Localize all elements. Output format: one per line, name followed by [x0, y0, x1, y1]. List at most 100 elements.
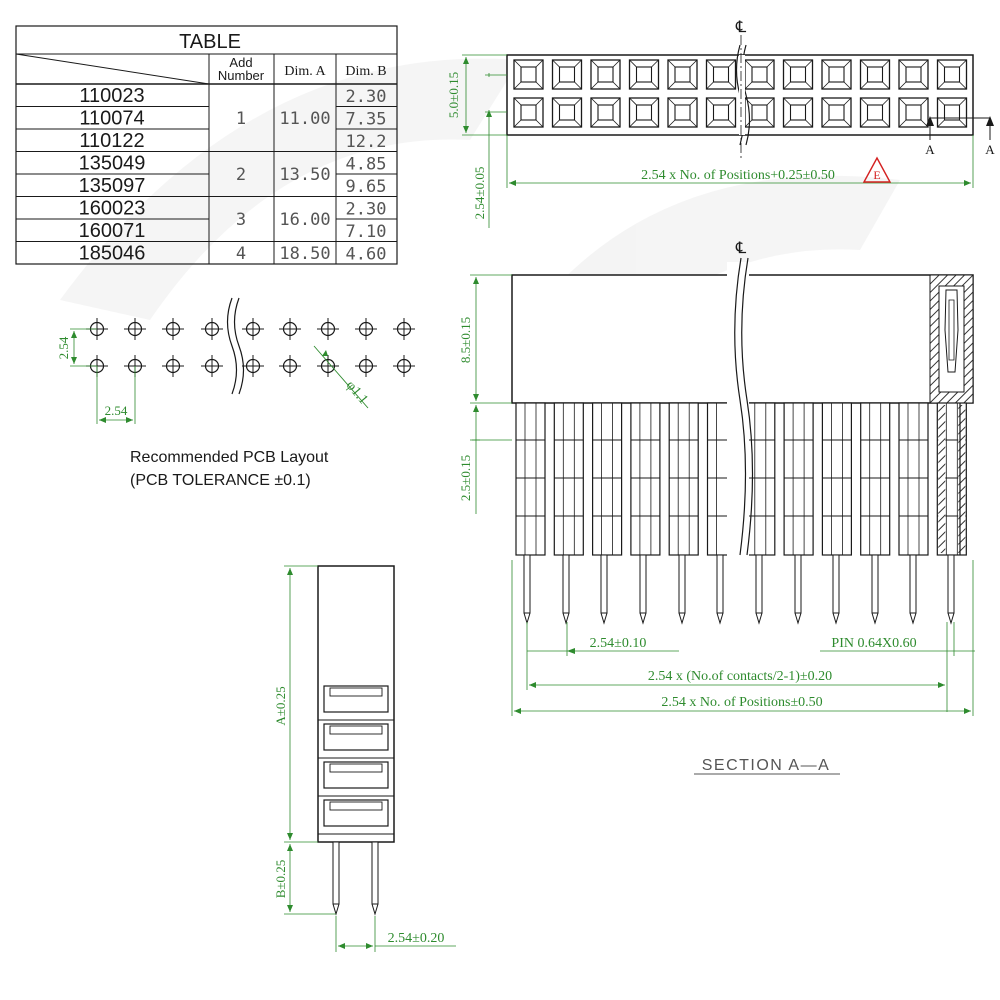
contact-cell [628, 97, 660, 128]
pcb-hole-icon [279, 355, 301, 377]
section-pin [523, 554, 531, 625]
contact-cell [744, 59, 775, 90]
section-mark-left: A [925, 142, 935, 157]
top-view: ℄ A A 5.0±0.15 2.54±0.05 2. [446, 19, 995, 228]
break-line [741, 257, 754, 556]
table-group-dim-a: 13.50 [279, 165, 330, 185]
table-row-part-number: 185046 [79, 243, 146, 265]
section-contact-column [860, 402, 891, 556]
contact-cell [551, 97, 583, 128]
pcb-hole-icon [355, 355, 377, 377]
pcb-layout: 2.54 2.54 φ1.1 Recommended PCB Layout (P… [56, 297, 415, 489]
table-group-add-number: 2 [236, 165, 246, 185]
pcb-hole-icon [162, 355, 184, 377]
side-contact-slot [318, 723, 394, 759]
section-centerline-symbol: ℄ [735, 240, 747, 257]
dim-side-pitch-label: 2.54±0.20 [388, 931, 445, 946]
dim-height-label: 5.0±0.15 [446, 72, 461, 118]
dimension-pin-pitch: 2.54±0.10 [526, 622, 679, 656]
dimension-hole: φ1.1 [313, 345, 371, 409]
table-row-dim-b: 2.30 [346, 87, 387, 107]
pcb-hole-icon [162, 318, 184, 340]
dim-a-label: A±0.25 [273, 686, 288, 725]
section-pin [947, 554, 955, 625]
col-add-number-line2: Number [218, 68, 265, 83]
section-contact-column [630, 402, 661, 556]
col-dim-a: Dim. A [284, 64, 326, 79]
contact-cell [821, 97, 852, 128]
table-row-dim-b: 2.30 [346, 200, 387, 220]
section-pin [871, 554, 879, 625]
dim-body-label: 8.5±0.15 [458, 317, 473, 363]
dim-lower-label: 2.5±0.15 [458, 455, 473, 501]
pcb-hole-icon [201, 355, 223, 377]
dimension-col-pitch: 2.54 [96, 366, 136, 424]
table-row-dim-b: 7.10 [346, 222, 387, 242]
table-row-part-number: 110074 [79, 108, 144, 130]
contact-cell [628, 59, 660, 90]
table-group-dim-a: 16.00 [279, 210, 330, 230]
table-row-part-number: 160071 [79, 220, 146, 242]
table-group-dim-a: 11.00 [279, 109, 330, 129]
table-row-dim-b: 4.60 [346, 245, 387, 265]
pcb-hole-icon [317, 318, 339, 340]
section-contact-column [821, 402, 853, 556]
dimension-length: 2.54 x No. of Positions+0.25±0.50 E [506, 135, 974, 188]
dim-pin-size-label: PIN 0.64X0.60 [831, 636, 916, 651]
dimension-positions: 2.54 x No. of Positions±0.50 [511, 560, 974, 716]
pcb-hole-icon [317, 355, 339, 377]
dimension-row-pitch: 2.54 [56, 328, 97, 367]
contact-cell [859, 97, 891, 128]
contact-cell [898, 97, 929, 128]
table-title: TABLE [179, 31, 241, 53]
section-pin [716, 554, 724, 625]
contact-cell [513, 59, 544, 90]
centerline-symbol: ℄ [735, 19, 747, 36]
col-add-number-line1: Add [229, 55, 252, 70]
section-pin [678, 554, 686, 625]
pcb-hole-icon [279, 318, 301, 340]
contact-cell [551, 59, 583, 90]
contact-cell [705, 59, 737, 90]
contact-cell [782, 59, 814, 90]
side-contact-slot [318, 799, 394, 835]
contact-cell [936, 97, 968, 128]
side-contact-slot [318, 685, 394, 721]
table-group-dim-a: 18.50 [279, 244, 330, 264]
dim-positions-label: 2.54 x No. of Positions±0.50 [661, 695, 822, 710]
dimension-height: 5.0±0.15 [446, 54, 507, 136]
section-contact-column [668, 402, 699, 556]
contact-cell [821, 59, 852, 90]
section-pin [639, 554, 647, 625]
table-row-dim-b: 12.2 [346, 132, 387, 152]
pcb-hole-label: φ1.1 [343, 378, 371, 407]
break-line [226, 297, 238, 395]
section-pin [562, 554, 570, 625]
pcb-hole-icon [242, 318, 264, 340]
dimension-body-height: 8.5±0.15 [458, 274, 512, 404]
table-group-add-number: 1 [236, 109, 246, 129]
section-contact-column [591, 402, 623, 556]
contact-cell [859, 59, 891, 90]
contact-cell [782, 97, 814, 128]
dimension-a: A±0.25 [273, 565, 318, 843]
contact-cell [667, 97, 698, 128]
dim-pin-pitch-label: 2.54±0.10 [590, 636, 647, 651]
dimension-pitch: 2.54±0.05 [472, 73, 507, 228]
pcb-hole-icon [355, 318, 377, 340]
section-contact-column [553, 402, 584, 556]
pcb-caption-line1: Recommended PCB Layout [130, 449, 329, 466]
side-pins [332, 841, 379, 916]
revision-letter: E [873, 168, 880, 182]
dim-length-label: 2.54 x No. of Positions+0.25±0.50 [641, 168, 835, 183]
section-contact-column [783, 402, 814, 556]
break-line [233, 297, 245, 395]
section-contact-column [515, 402, 546, 556]
section-pin [755, 554, 763, 625]
contact-cell [667, 59, 698, 90]
contact-cell [898, 59, 929, 90]
section-pin [600, 554, 608, 625]
pcb-hole-icon [201, 318, 223, 340]
section-contact-column [898, 402, 929, 556]
